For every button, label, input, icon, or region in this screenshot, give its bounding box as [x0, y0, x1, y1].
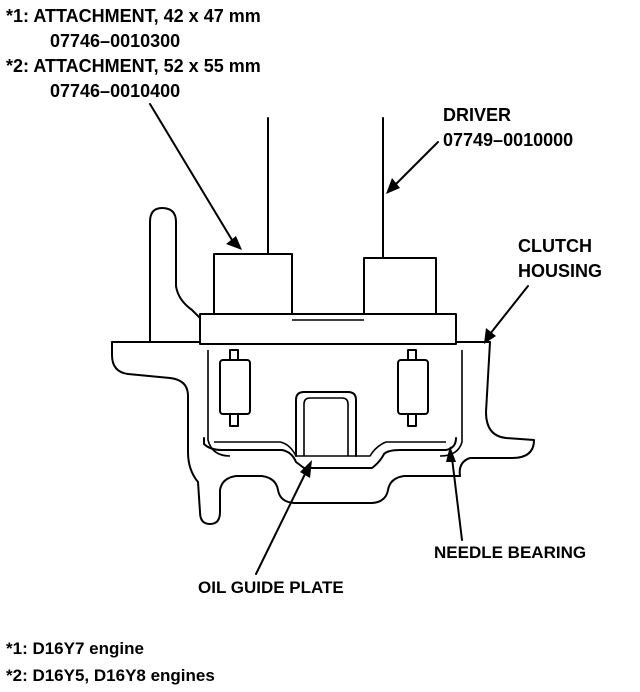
- clutch-housing-label-line-1: CLUTCH: [518, 236, 592, 256]
- leader-attachment: [149, 103, 242, 250]
- attachment-left-block: [213, 253, 293, 315]
- oil-guide-plate-label: OIL GUIDE PLATE: [198, 578, 344, 597]
- leader-arrow-attachment: [226, 236, 242, 250]
- attachment-base: [199, 313, 457, 345]
- driver-part-number: 07749–0010000: [443, 130, 573, 150]
- attachment-1-part-number: 07746–0010300: [50, 31, 180, 51]
- footnote-1: *1: D16Y7 engine: [6, 639, 144, 658]
- needle-bearing-right: [397, 349, 429, 427]
- footnote-2: *2: D16Y5, D16Y8 engines: [6, 666, 215, 685]
- attachment-1-title: *1: ATTACHMENT, 42 x 47 mm: [6, 6, 261, 26]
- housing-inner-bore-left: [207, 350, 231, 457]
- leader-driver: [386, 141, 439, 194]
- needle-bearing-label: NEEDLE BEARING: [434, 543, 586, 562]
- clutch-housing-callout: CLUTCH HOUSING: [518, 236, 602, 281]
- footnotes: *1: D16Y7 engine *2: D16Y5, D16Y8 engine…: [6, 639, 215, 685]
- attachment-callout: *1: ATTACHMENT, 42 x 47 mm 07746–0010300…: [6, 6, 261, 101]
- leader-oil-guide-plate: [255, 460, 312, 575]
- clutch-housing-label-line-2: HOUSING: [518, 261, 602, 281]
- attachment-2-part-number: 07746–0010400: [50, 81, 180, 101]
- leader-arrow-driver: [386, 178, 400, 194]
- housing-inner-bore-right: [439, 350, 463, 457]
- driver-title: DRIVER: [443, 105, 511, 125]
- leader-needle-bearing: [446, 446, 463, 541]
- leader-clutch-housing: [484, 285, 529, 344]
- housing-left-boss: [149, 207, 201, 343]
- clutch-housing-casting: [111, 207, 535, 525]
- needle-bearing-left: [219, 349, 251, 427]
- leader-arrow-needle-bearing: [446, 446, 456, 462]
- oil-guide-plate: [203, 391, 457, 469]
- attachment-tool: [199, 117, 457, 345]
- leader-arrow-oil-guide-plate: [300, 460, 312, 478]
- driver-callout: DRIVER 07749–0010000: [443, 105, 573, 150]
- attachment-right-block: [363, 257, 437, 315]
- housing-right-wall: [458, 341, 535, 477]
- housing-left-wall: [111, 341, 461, 525]
- leader-arrow-clutch-housing: [484, 328, 496, 344]
- attachment-2-title: *2: ATTACHMENT, 52 x 55 mm: [6, 56, 261, 76]
